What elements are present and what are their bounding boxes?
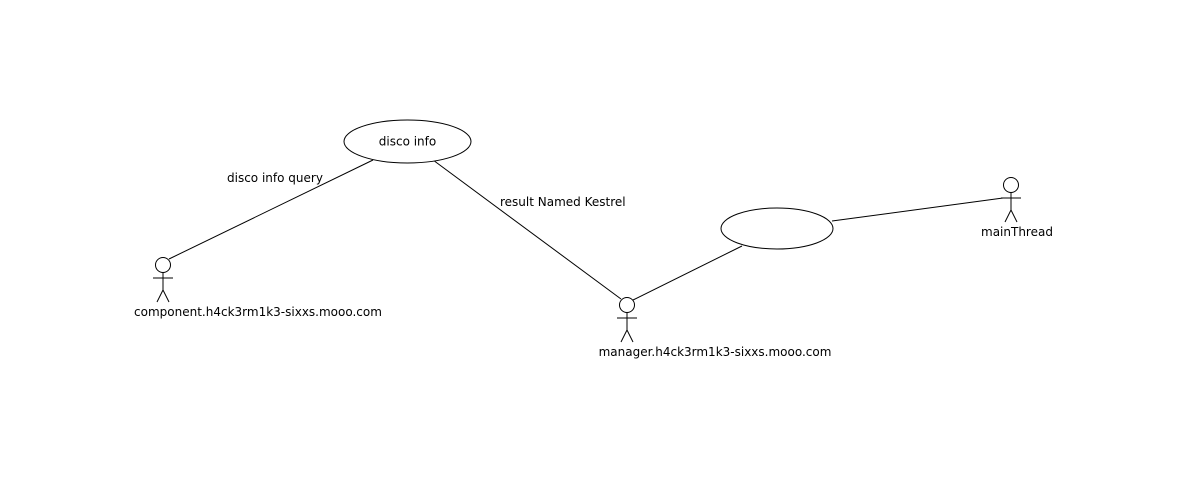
association-label-result-named-kestrel: result Named Kestrel [500, 195, 626, 209]
association-label-disco-info-query: disco info query [227, 171, 323, 185]
association-manager-unnamed [632, 245, 743, 301]
actor-mainthread[interactable]: mainThread [981, 177, 1053, 240]
actor-stick-figure-icon [617, 297, 637, 343]
use-case-ellipse [343, 119, 472, 164]
actor-label: component.h4ck3rm1k3-sixxs.mooo.com [134, 305, 382, 319]
use-case-ellipse [720, 207, 834, 250]
use-case-disco-info[interactable]: disco info [343, 119, 472, 164]
actor-label: mainThread [981, 225, 1053, 239]
use-case-unnamed[interactable] [720, 207, 834, 250]
association-disco-info-manager [432, 159, 622, 300]
association-unnamed-mainthread [831, 197, 1004, 222]
actor-stick-figure-icon [1001, 177, 1021, 223]
actor-stick-figure-icon [153, 257, 173, 303]
actor-component[interactable]: component.h4ck3rm1k3-sixxs.mooo.com [134, 257, 382, 320]
use-case-label: disco info [379, 135, 436, 149]
actor-manager[interactable]: manager.h4ck3rm1k3-sixxs.mooo.com [599, 297, 832, 360]
actor-label: manager.h4ck3rm1k3-sixxs.mooo.com [599, 345, 832, 359]
association-component-disco-info [168, 159, 374, 260]
